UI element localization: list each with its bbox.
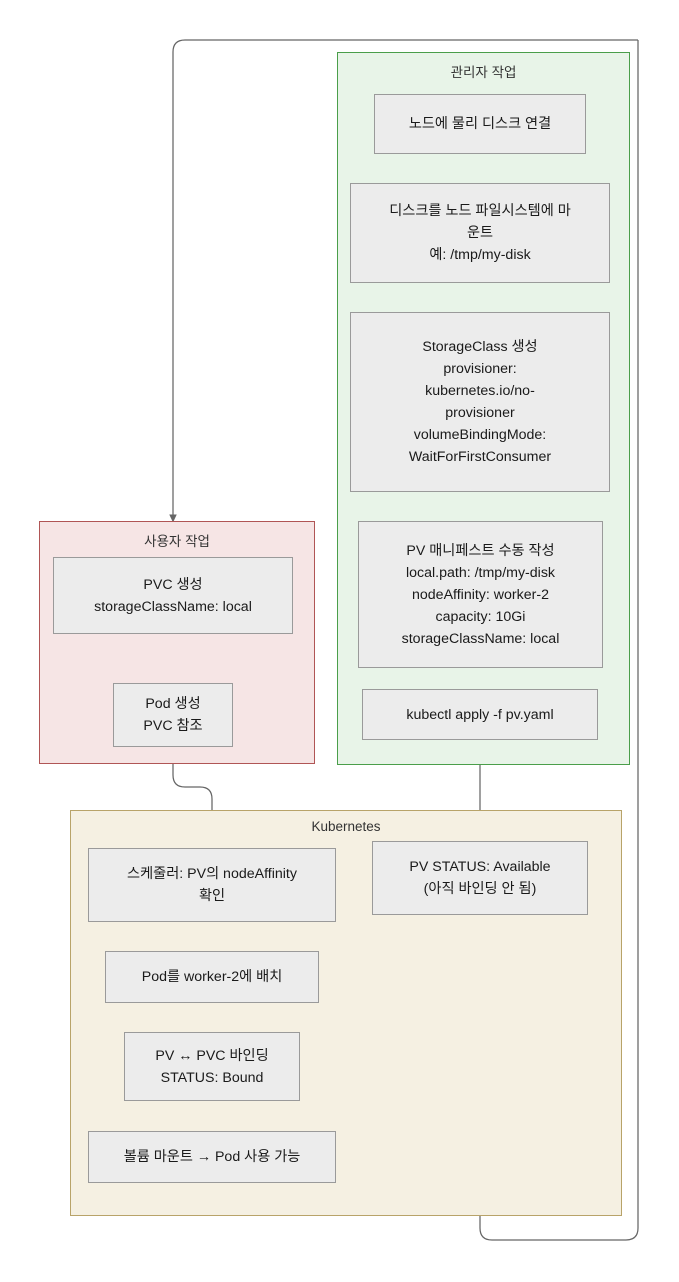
node-storage-class[interactable]: StorageClass 생성 provisioner: kubernetes.… <box>350 312 610 492</box>
node-pv-status-line-0: PV STATUS: Available <box>409 859 551 875</box>
node-storage-class-line-4: volumeBindingMode: <box>413 427 547 443</box>
node-pod-placed-line-0: Pod를 worker-2에 배치 <box>141 969 283 985</box>
node-pvc-create-line-0: PVC 생성 <box>143 576 203 593</box>
cluster-kubernetes-title: Kubernetes <box>311 819 381 834</box>
node-pv-pvc-bound-line-0: PV ↔ PVC 바인딩 <box>155 1047 269 1064</box>
node-mount-disk-line-0: 디스크를 노드 파일시스템에 마 <box>389 203 571 219</box>
cluster-user-title: 사용자 작업 <box>144 534 210 549</box>
node-storage-class-line-5: WaitForFirstConsumer <box>408 449 552 465</box>
node-scheduler-check-line-0: 스케줄러: PV의 nodeAffinity <box>127 866 297 882</box>
node-pv-manifest-line-0: PV 매니페스트 수동 작성 <box>406 542 555 559</box>
node-pvc-create-line-1: storageClassName: local <box>94 598 252 615</box>
node-pv-pvc-bound[interactable]: PV ↔ PVC 바인딩 STATUS: Bound <box>124 1032 300 1101</box>
node-pv-pvc-bound-line-1: STATUS: Bound <box>160 1069 264 1086</box>
node-scheduler-check[interactable]: 스케줄러: PV의 nodeAffinity 확인 <box>88 848 336 922</box>
node-mount-disk-line-2: 예: /tmp/my-disk <box>429 247 531 263</box>
node-volume-mount[interactable]: 볼륨 마운트 → Pod 사용 가능 <box>88 1131 336 1183</box>
node-pod-create-line-1: PVC 참조 <box>143 718 203 734</box>
node-attach-disk[interactable]: 노드에 물리 디스크 연결 <box>374 94 586 154</box>
node-pv-status[interactable]: PV STATUS: Available (아직 바인딩 안 됨) <box>372 841 588 915</box>
node-mount-disk[interactable]: 디스크를 노드 파일시스템에 마 운트 예: /tmp/my-disk <box>350 183 610 283</box>
node-pod-create-line-0: Pod 생성 <box>145 696 201 712</box>
node-pv-manifest-line-3: capacity: 10Gi <box>435 608 526 625</box>
node-kubectl-apply[interactable]: kubectl apply -f pv.yaml <box>362 689 598 740</box>
node-scheduler-check-line-1: 확인 <box>198 888 226 904</box>
node-storage-class-line-0: StorageClass 생성 <box>422 339 538 355</box>
node-pv-manifest-line-2: nodeAffinity: worker-2 <box>412 586 549 603</box>
node-pv-manifest-line-1: local.path: /tmp/my-disk <box>405 564 556 581</box>
node-storage-class-line-1: provisioner: <box>443 361 517 377</box>
node-storage-class-line-3: provisioner <box>445 405 515 421</box>
node-storage-class-line-2: kubernetes.io/no- <box>425 383 535 399</box>
node-mount-disk-line-1: 운트 <box>466 225 494 241</box>
node-volume-mount-line-0: 볼륨 마운트 → Pod 사용 가능 <box>123 1149 301 1165</box>
node-pvc-create[interactable]: PVC 생성 storageClassName: local <box>53 557 293 634</box>
node-pv-manifest[interactable]: PV 매니페스트 수동 작성 local.path: /tmp/my-disk … <box>358 521 603 668</box>
node-pv-status-line-1: (아직 바인딩 안 됨) <box>423 881 537 897</box>
node-pod-create[interactable]: Pod 생성 PVC 참조 <box>113 683 233 747</box>
node-pv-manifest-line-4: storageClassName: local <box>401 630 560 647</box>
node-kubectl-apply-line-0: kubectl apply -f pv.yaml <box>406 706 554 723</box>
cluster-admin-title: 관리자 작업 <box>450 65 517 80</box>
node-attach-disk-line-0: 노드에 물리 디스크 연결 <box>408 116 552 132</box>
node-pod-placed[interactable]: Pod를 worker-2에 배치 <box>105 951 319 1003</box>
